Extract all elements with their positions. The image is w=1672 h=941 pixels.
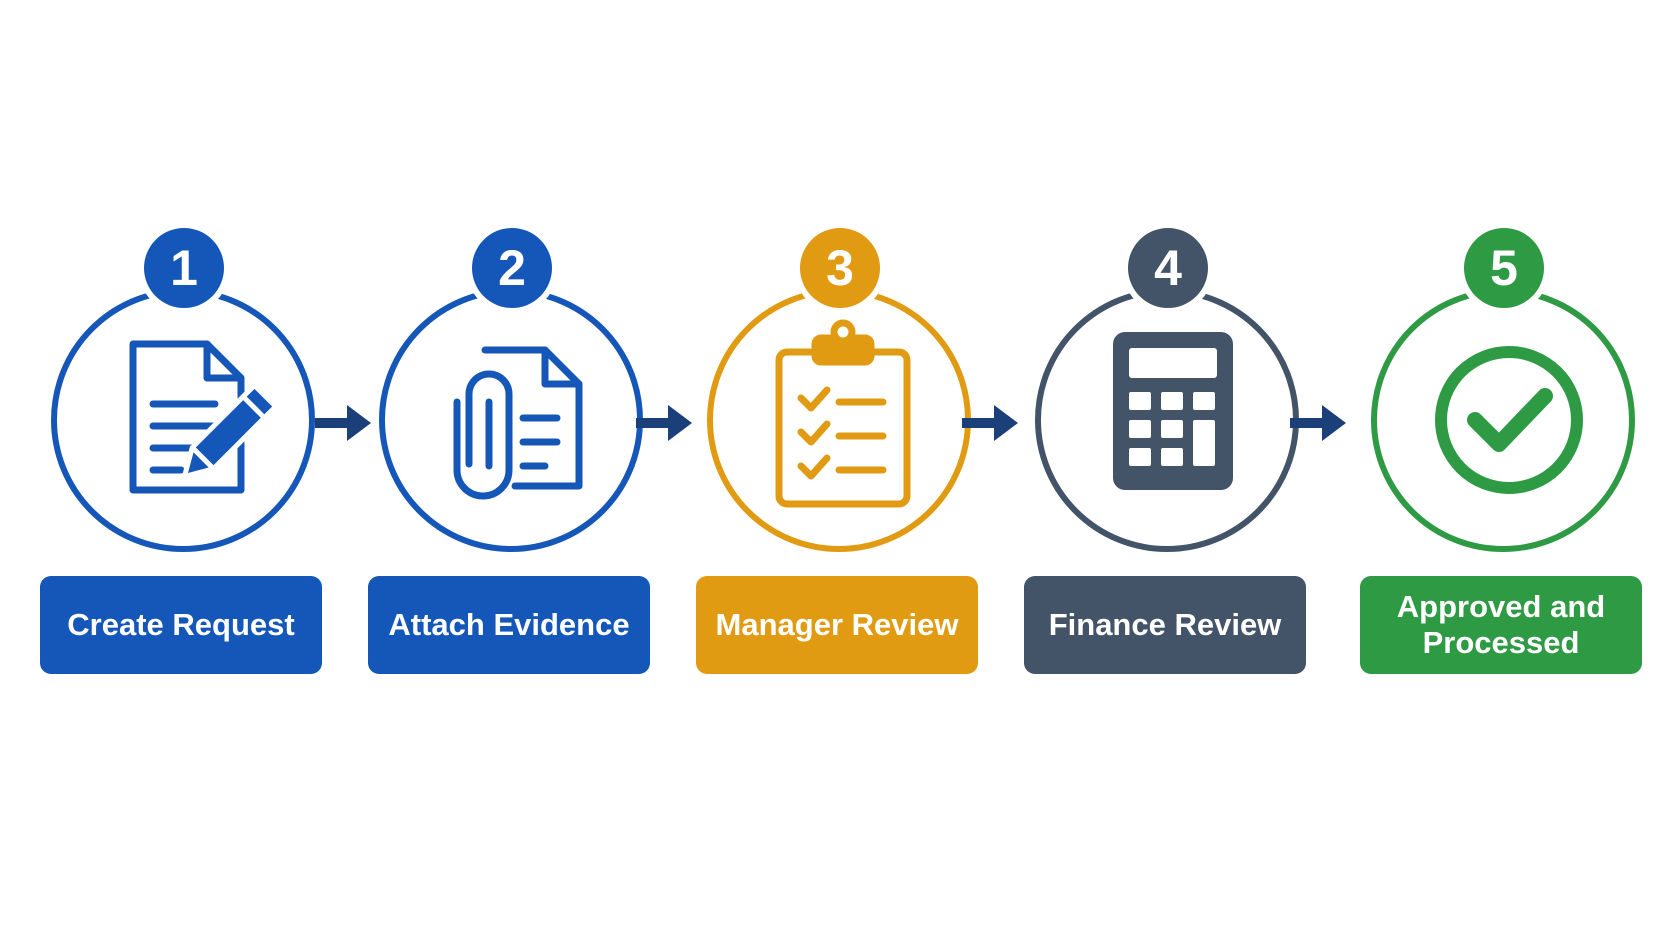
connector-arrow-1-2 [315,401,375,445]
arrow-right-icon [315,405,371,441]
step-2-ring [379,288,643,552]
step-2-number-badge: 2 [466,222,558,314]
step-3-label: Manager Review [696,576,978,674]
step-5-number-badge: 5 [1458,222,1550,314]
step-1-ring [51,288,315,552]
step-1-label: Create Request [40,576,322,674]
step-attach-evidence: 2 Attach Evidence [348,0,650,941]
step-1-number-badge: 1 [138,222,230,314]
step-3-ring [707,288,971,552]
step-2-label: Attach Evidence [368,576,650,674]
step-4-ring [1035,288,1299,552]
calculator-icon [1113,332,1233,490]
step-4-label: Finance Review [1024,576,1306,674]
arrow-right-icon [636,405,692,441]
arrow-right-icon [1290,405,1346,441]
connector-arrow-4-5 [1290,401,1350,445]
step-finance-review: 4 Finance Review [1004,0,1306,941]
step-approved-processed: 5 Approved and Processed [1340,0,1642,941]
step-5-label: Approved and Processed [1360,576,1642,674]
step-3-number-badge: 3 [794,222,886,314]
connector-arrow-3-4 [962,401,1022,445]
document-edit-icon [129,340,277,494]
arrow-right-icon [962,405,1018,441]
connector-arrow-2-3 [636,401,696,445]
clipboard-checklist-icon [775,319,911,508]
check-circle-icon [1435,346,1583,494]
step-5-ring [1371,288,1635,552]
paperclip-document-icon [453,346,583,500]
step-4-number-badge: 4 [1122,222,1214,314]
step-create-request: 1 Create Request [20,0,322,941]
step-manager-review: 3 Manager Review [676,0,978,941]
